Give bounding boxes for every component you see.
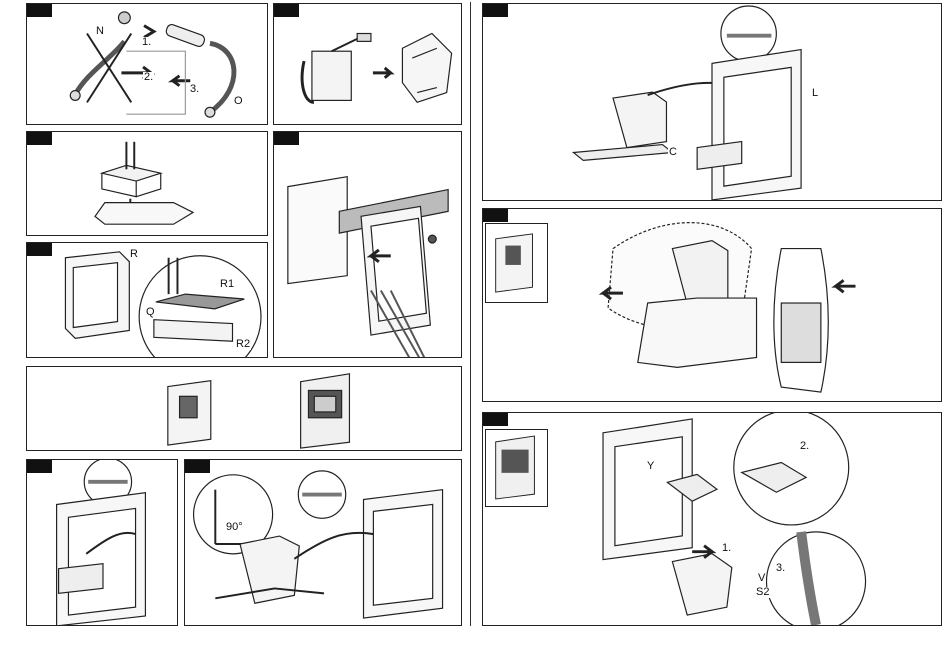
frame-assembly-illustration xyxy=(483,413,941,625)
label-step-2: 2. xyxy=(799,441,810,452)
step-panel-7 xyxy=(26,459,178,626)
label-c: C xyxy=(668,147,678,158)
label-r2: R2 xyxy=(235,339,251,350)
step-panel-10 xyxy=(482,208,942,402)
product-variants-illustration xyxy=(27,367,461,450)
cable-routing-illustration xyxy=(483,4,941,200)
step-panel-4: R R1 Q R2 xyxy=(26,242,268,358)
step-panel-6 xyxy=(26,366,462,451)
step-panel-3 xyxy=(26,131,268,236)
label-s2: S2 xyxy=(755,587,770,598)
step-panel-5 xyxy=(273,131,462,358)
label-step-1: 1. xyxy=(721,543,732,554)
label-step-2: 2. xyxy=(143,72,154,83)
step-panel-2 xyxy=(273,3,462,125)
step-panel-1: N 1. 2. 3. O xyxy=(26,3,268,125)
frame-leveling-illustration xyxy=(274,132,461,357)
label-step-1: 1. xyxy=(141,37,152,48)
label-r: R xyxy=(129,249,139,260)
column-divider xyxy=(470,2,471,626)
label-v: V xyxy=(757,573,766,584)
label-q: Q xyxy=(145,307,156,318)
frame-cable-illustration xyxy=(27,460,177,625)
label-r1: R1 xyxy=(219,279,235,290)
step-panel-8: 90° xyxy=(184,459,462,626)
label-y: Y xyxy=(646,461,655,472)
hose-replacement-illustration xyxy=(27,4,267,124)
module-install-illustration xyxy=(483,209,941,401)
step-panel-11: Y 2. 1. V 3. S2 xyxy=(482,412,942,626)
valve-frame-install-illustration xyxy=(185,460,461,625)
label-step-3: 3. xyxy=(189,84,200,95)
frame-connector-illustration xyxy=(27,243,267,357)
label-step-3: 3. xyxy=(775,563,786,574)
valve-insert-illustration xyxy=(274,4,461,124)
step-panel-9: L C xyxy=(482,3,942,201)
label-l: L xyxy=(811,88,819,99)
connector-block-illustration xyxy=(27,132,267,235)
label-o: O xyxy=(233,96,244,107)
label-90-degrees: 90° xyxy=(225,522,244,533)
label-n: N xyxy=(95,26,105,37)
